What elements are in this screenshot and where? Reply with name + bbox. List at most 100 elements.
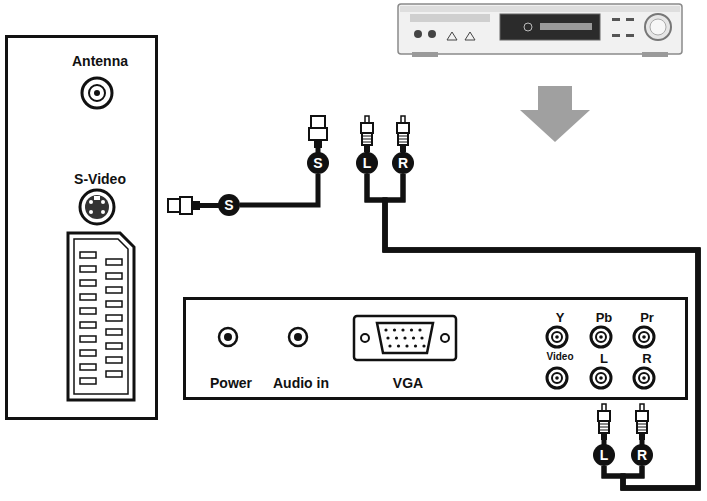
plug-boot [314,140,322,148]
plug-shell [636,411,648,421]
connector-label: Pr [640,311,654,324]
dvd-button [447,32,457,40]
plug-tip [602,404,606,411]
plug-boot [639,433,645,440]
dvd-button [612,34,620,37]
scart-pin [106,315,122,321]
scart-pin [80,378,96,384]
vga-pin [386,336,389,339]
cable [367,174,698,488]
dvd-top-edge [400,6,680,12]
cable-badge: L [593,444,615,466]
plug-body [362,133,372,145]
cable-badge: R [392,152,414,174]
plug-grip [599,424,609,425]
plug-grip [599,430,609,431]
scart-pin [106,301,122,307]
dvd-button [465,32,475,40]
scart-pins [80,252,122,384]
s-video-jack-face [85,195,109,219]
vga-screw [441,334,449,342]
scart-pin [80,308,96,314]
s-video-pin [89,210,93,214]
connector-label: L [600,352,608,365]
rca-jack-pin [642,335,646,339]
rca-jack [591,368,611,388]
plug-grip [362,142,372,143]
rca-jack-pin [642,376,646,380]
scart-pin [80,266,96,272]
cable [385,174,698,488]
dvd-knob [645,14,671,40]
plug-tip [401,116,405,123]
vga-pin [395,336,398,339]
plug-boot [364,145,370,152]
connector-label: Power [210,376,252,390]
cable-letter: L [600,448,609,462]
scart-inner [74,239,128,394]
plug-grip [637,430,647,431]
vga-socket [377,323,433,353]
cable-badge: R [631,444,653,466]
plug-grip [398,136,408,137]
rca-jack [634,327,654,347]
mini-jack-hole [224,333,232,341]
plug-grip [362,139,372,140]
dvd-button [626,34,634,37]
dvd-display-disc [524,23,532,31]
plug-grip [599,427,609,428]
vga-screw [361,334,369,342]
plug-grip [362,136,372,137]
scart-pin [80,336,96,342]
vga-pin [393,328,396,331]
scart-pin [106,259,122,265]
plug-body [398,133,408,145]
rca-jack-pin [599,335,603,339]
rca-jack-ring [596,332,606,342]
dvd-tray [410,14,490,22]
plug-body [180,197,192,214]
vga-pin [397,344,400,347]
scart-pin [80,252,96,258]
rca-jack-pin [555,335,559,339]
vga-pin [418,328,421,331]
rca-jack-ring [639,332,649,342]
plug-boot [400,145,406,152]
player-rear-panel: PowerAudio inVGAYPbPrVideoLR [183,297,688,400]
rca-jack [634,368,654,388]
dvd-foot [642,52,668,57]
dvd-button [414,30,422,38]
s-video-jack [80,190,114,224]
tv-connector-panel: AntennaS-Video [5,35,158,420]
vga-pin [422,344,425,347]
dvd-button [428,30,436,38]
antenna-jack [82,78,112,108]
scart-pin [80,280,96,286]
vga-pin [384,328,387,331]
rca-jack [547,368,567,388]
scart-pin [80,322,96,328]
plug-head [311,116,325,128]
plug-boot [601,433,607,440]
plug-shell [397,123,409,133]
connector-label: VGA [393,376,423,390]
cable-letter: L [363,156,372,170]
plug-grip [637,427,647,428]
scart-pin [80,364,96,370]
vga-plate [354,316,456,360]
dvd-button [626,18,634,21]
connector-label: Antenna [72,54,128,68]
connector-label: R [642,352,651,365]
dvd-body [398,4,682,54]
plug-body [599,421,609,433]
s-video-pin [89,200,93,204]
antenna-jack-ring [89,85,105,101]
down-arrow [520,86,590,142]
rca-jack-ring [639,373,649,383]
rca-jack [591,327,611,347]
plug-grip [398,139,408,140]
dvd-foot [412,52,438,57]
connector-label: S-Video [74,172,126,186]
